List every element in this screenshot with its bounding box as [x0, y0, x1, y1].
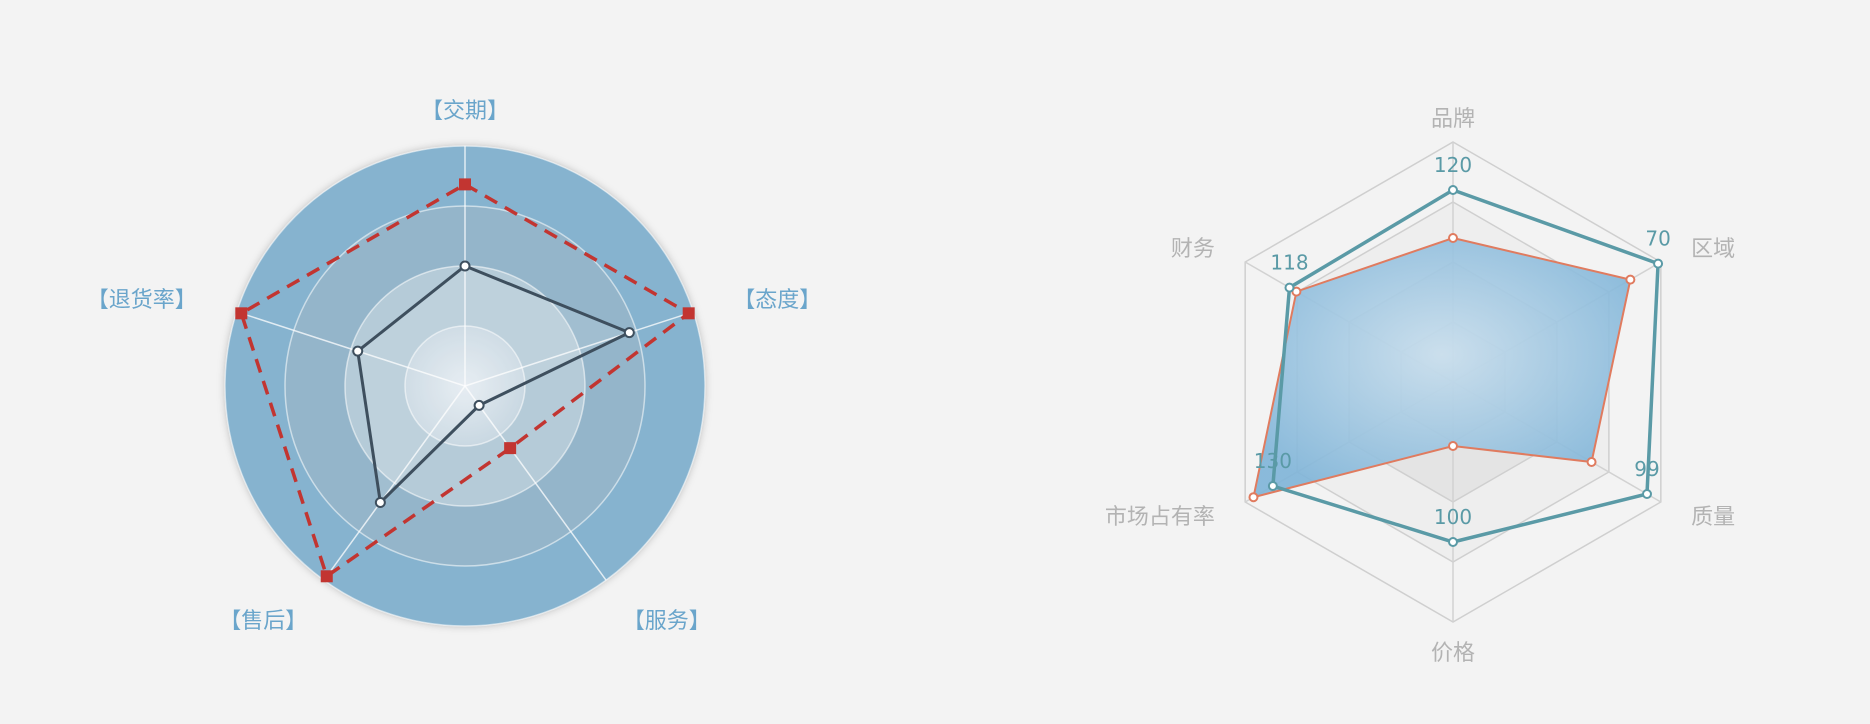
right-indicator-label: 区域 [1691, 237, 1735, 262]
left-series-solid-point [459, 260, 471, 272]
left-indicator-label: 【退货率】 [87, 288, 197, 313]
left-series-dashed-line [239, 182, 692, 580]
left-series-solid-line [356, 264, 634, 506]
right-radar-value-labels: 120 70 99 100 130 118 [1254, 153, 1671, 529]
right-series-orange-point [1448, 441, 1458, 451]
right-value-label: 99 [1634, 457, 1659, 481]
left-series-dashed-point [504, 442, 517, 455]
left-series-dashed-point [682, 307, 695, 320]
right-indicator-label: 市场占有率 [1105, 505, 1215, 530]
right-series-orange-point [1448, 233, 1458, 243]
right-series-teal-point [1267, 481, 1278, 491]
left-series-dashed-point [320, 570, 333, 583]
left-series-dashed-point [235, 307, 248, 320]
left-axis-line [323, 385, 466, 581]
right-indicator-label: 品牌 [1431, 107, 1475, 132]
left-axis-line [464, 385, 607, 581]
right-series-teal-point [1653, 258, 1664, 269]
right-value-label: 100 [1434, 505, 1472, 529]
right-indicator-label: 财务 [1171, 237, 1215, 262]
left-axis-line [464, 311, 694, 387]
right-series-teal-point [1641, 489, 1652, 499]
right-indicator-label: 质量 [1691, 505, 1735, 530]
right-radar-series [1248, 185, 1664, 547]
left-series-solid-point [374, 496, 386, 508]
right-series-orange-point [1586, 457, 1597, 467]
right-series-teal-point [1448, 537, 1458, 547]
left-indicator-label: 【态度】 [733, 288, 821, 313]
left-radar-indicator-labels: 【交期】【态度】【服务】 【售后】 【退货率】 [87, 99, 821, 634]
right-series-orange-point [1248, 492, 1259, 503]
right-indicator-label: 价格 [1431, 641, 1475, 666]
right-series-teal-point [1448, 185, 1458, 195]
right-value-label: 120 [1434, 153, 1472, 177]
left-series-solid-point [623, 327, 635, 339]
left-radar-series [235, 178, 695, 583]
right-value-label: 118 [1270, 251, 1308, 275]
right-value-label: 130 [1254, 449, 1292, 473]
left-series-solid-point [473, 399, 485, 411]
radar-chart-left: 【交期】【态度】【服务】 【售后】 【退货率】 [87, 99, 821, 634]
left-indicator-label: 【交期】 [421, 99, 509, 124]
left-series-dashed-point [459, 178, 471, 191]
right-series-orange-point [1625, 274, 1636, 285]
right-value-label: 70 [1645, 227, 1670, 251]
left-indicator-label: 【服务】 [623, 609, 711, 634]
left-series-solid-point [352, 345, 364, 357]
left-axis-line [236, 311, 466, 387]
right-series-teal-point [1284, 282, 1295, 293]
left-indicator-label: 【售后】 [219, 609, 307, 634]
